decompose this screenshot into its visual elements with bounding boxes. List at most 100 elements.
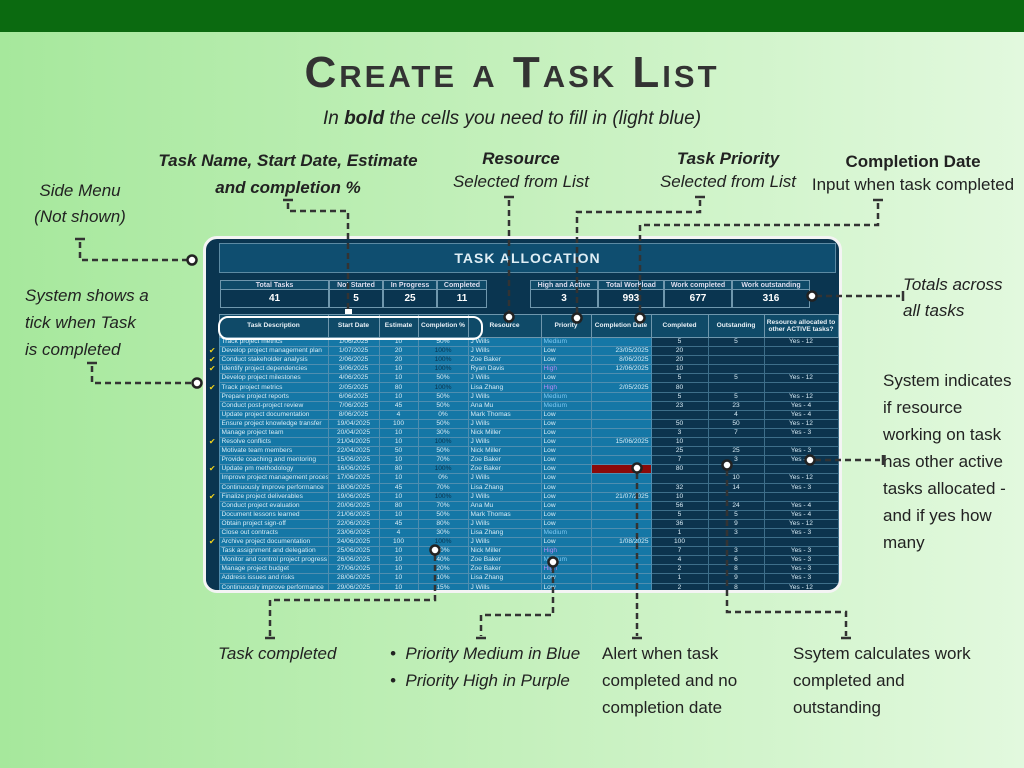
cell-task[interactable]: Address issues and risks	[218, 573, 329, 584]
cell-completion-pct[interactable]: 50%	[417, 446, 469, 457]
cell-task[interactable]: Provide coaching and mentoring	[218, 455, 329, 466]
cell-resource[interactable]: J Wills	[467, 336, 542, 348]
cell-completion-pct[interactable]: 100%	[417, 491, 469, 502]
cell-completion-pct[interactable]: 0%	[417, 473, 469, 484]
cell-estimate[interactable]: 45	[378, 482, 419, 493]
cell-priority[interactable]: Low	[540, 437, 592, 448]
column-header[interactable]: Outstanding	[707, 314, 765, 338]
cell-resource[interactable]: Zoe Baker	[467, 564, 542, 575]
cell-priority[interactable]: Low	[540, 464, 592, 475]
cell-task[interactable]: Conduct project evaluation	[218, 500, 329, 511]
cell-completion-date[interactable]: 23/05/2025	[590, 346, 652, 357]
cell-completion-date[interactable]: 2/05/2025	[590, 382, 652, 393]
cell-priority[interactable]: Low	[540, 427, 592, 439]
cell-resource[interactable]: J Wills	[467, 582, 542, 590]
cell-priority[interactable]: Low	[540, 409, 592, 420]
cell-completion-date[interactable]: 8/06/2025	[590, 355, 652, 366]
cell-estimate[interactable]: 10	[378, 546, 419, 557]
cell-priority[interactable]: Low	[540, 473, 592, 484]
cell-start[interactable]: 19/06/2025	[327, 491, 380, 502]
cell-start[interactable]: 21/06/2025	[327, 509, 380, 520]
cell-task[interactable]: Archive project documentation	[218, 537, 329, 548]
cell-start[interactable]: 4/06/2025	[327, 373, 380, 384]
cell-task[interactable]: Track project metrics	[218, 382, 329, 393]
cell-estimate[interactable]: 80	[378, 464, 419, 475]
cell-task[interactable]: Monitor and control project progress	[218, 555, 329, 566]
cell-start[interactable]: 19/04/2025	[327, 418, 380, 429]
cell-priority[interactable]: High	[540, 382, 592, 393]
cell-resource[interactable]: Nick Miller	[467, 446, 542, 457]
cell-task[interactable]: Continuously improve performance	[218, 582, 329, 590]
cell-resource[interactable]: Lisa Zhang	[467, 382, 542, 393]
cell-completion-date[interactable]	[590, 500, 652, 511]
cell-completion-pct[interactable]: 100%	[417, 537, 469, 548]
cell-completion-date[interactable]	[590, 582, 652, 590]
cell-priority[interactable]: Medium	[540, 527, 592, 539]
cell-completion-pct[interactable]: 50%	[417, 509, 469, 520]
cell-priority[interactable]: Low	[540, 518, 592, 529]
cell-completion-date-alert[interactable]	[590, 464, 652, 475]
cell-start[interactable]: 22/04/2025	[327, 446, 380, 457]
cell-task[interactable]: Finalize project deliverables	[218, 491, 329, 502]
cell-completion-date[interactable]	[590, 473, 652, 484]
cell-completion-date[interactable]	[590, 527, 652, 539]
cell-completion-date[interactable]	[590, 455, 652, 466]
cell-start[interactable]: 15/06/2025	[327, 455, 380, 466]
cell-estimate[interactable]: 10	[378, 473, 419, 484]
cell-estimate[interactable]: 20	[378, 355, 419, 366]
cell-priority[interactable]: Low	[540, 455, 592, 466]
cell-resource[interactable]: Nick Miller	[467, 427, 542, 439]
cell-completion-pct[interactable]: 50%	[417, 418, 469, 429]
cell-completion-pct[interactable]: 80%	[417, 518, 469, 529]
cell-estimate[interactable]: 50	[378, 446, 419, 457]
cell-completion-pct[interactable]: 30%	[417, 427, 469, 439]
cell-resource[interactable]: Zoe Baker	[467, 555, 542, 566]
cell-resource[interactable]: Mark Thomas	[467, 509, 542, 520]
cell-task[interactable]: Develop project milestones	[218, 373, 329, 384]
cell-start[interactable]: 6/06/2025	[327, 391, 380, 402]
cell-priority[interactable]: Medium	[540, 400, 592, 411]
cell-completion-pct[interactable]: 100%	[417, 437, 469, 448]
cell-resource[interactable]: J Wills	[467, 473, 542, 484]
cell-estimate[interactable]: 100	[378, 418, 419, 429]
cell-task[interactable]: Conduct post-project review	[218, 400, 329, 411]
cell-completion-date[interactable]	[590, 373, 652, 384]
cell-priority[interactable]: High	[540, 546, 592, 557]
cell-completion-pct[interactable]: 0%	[417, 409, 469, 420]
cell-estimate[interactable]: 45	[378, 400, 419, 411]
cell-estimate[interactable]: 10	[378, 455, 419, 466]
cell-priority[interactable]: High	[540, 564, 592, 575]
cell-start[interactable]: 26/06/2025	[327, 555, 380, 566]
column-header[interactable]: Completed	[650, 314, 709, 338]
cell-resource[interactable]: Mark Thomas	[467, 409, 542, 420]
cell-start[interactable]: 1/07/2025	[327, 346, 380, 357]
cell-resource[interactable]: J Wills	[467, 437, 542, 448]
cell-task[interactable]: Obtain project sign-off	[218, 518, 329, 529]
cell-completion-pct[interactable]: 100%	[417, 346, 469, 357]
cell-completion-pct[interactable]: 100%	[417, 382, 469, 393]
cell-task[interactable]: Update project documentation	[218, 409, 329, 420]
cell-task[interactable]: Ensure project knowledge transfer	[218, 418, 329, 429]
cell-start[interactable]: 3/06/2025	[327, 364, 380, 375]
cell-start[interactable]: 20/06/2025	[327, 500, 380, 511]
cell-completion-pct[interactable]: 20%	[417, 564, 469, 575]
cell-estimate[interactable]: 10	[378, 573, 419, 584]
cell-resource[interactable]: Ana Mu	[467, 500, 542, 511]
cell-completion-pct[interactable]: 30%	[417, 527, 469, 539]
cell-priority[interactable]: Low	[540, 573, 592, 584]
cell-estimate[interactable]: 10	[378, 391, 419, 402]
cell-start[interactable]: 2/06/2025	[327, 355, 380, 366]
cell-estimate[interactable]: 80	[378, 500, 419, 511]
cell-start[interactable]: 17/06/2025	[327, 473, 380, 484]
cell-resource[interactable]: J Wills	[467, 491, 542, 502]
cell-resource[interactable]: J Wills	[467, 373, 542, 384]
cell-completion-date[interactable]	[590, 418, 652, 429]
cell-completion-pct[interactable]: 70%	[417, 482, 469, 493]
cell-task[interactable]: Improve project management proces	[218, 473, 329, 484]
cell-completion-date[interactable]	[590, 564, 652, 575]
cell-start[interactable]: 8/06/2025	[327, 409, 380, 420]
cell-resource[interactable]: J Wills	[467, 418, 542, 429]
cell-completion-pct[interactable]: 15%	[417, 582, 469, 590]
cell-completion-date[interactable]	[590, 573, 652, 584]
cell-priority[interactable]: Low	[540, 418, 592, 429]
